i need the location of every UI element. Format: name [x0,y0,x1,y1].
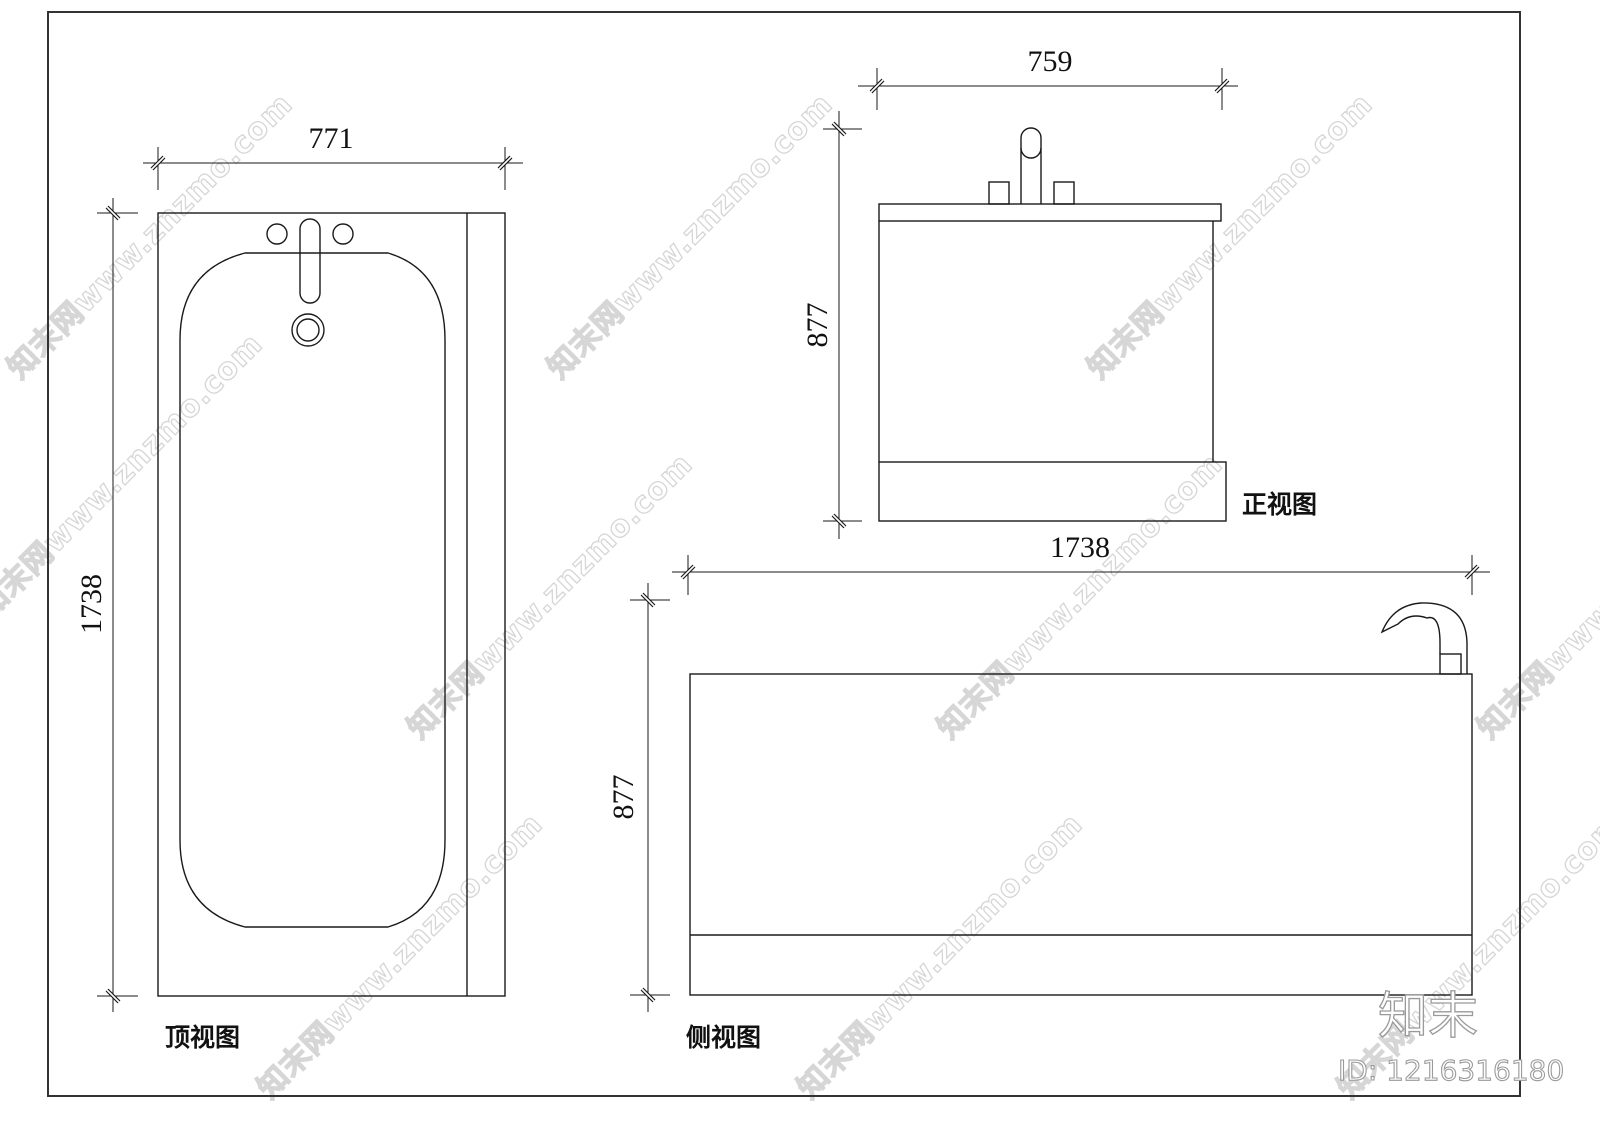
tub-rim [878,203,1222,222]
faucet-handle-icon [988,181,1010,205]
tub-basin [179,252,446,928]
watermark-text: 知末网www.znzmo.com [541,87,840,386]
faucet-spout-icon [1020,127,1042,204]
tub-outline [157,212,506,997]
dimension-tick [832,122,846,136]
dimension-tick [832,514,846,528]
drain-inner-icon [296,318,320,342]
watermark-id: ID: 1216316180 [1338,1054,1564,1087]
dimension-tick [151,156,165,170]
side-height-dimension: 877 [607,775,640,820]
front-width-dimension: 759 [1028,45,1073,78]
watermark-logo: 知末 [1378,987,1478,1045]
top-view-label: 顶视图 [165,1023,240,1052]
dimension-tick [106,206,120,220]
tub-side-body [689,673,1473,996]
watermark-text: 知末网www.znzmo.com [931,447,1230,746]
side-view: 1738 877 侧视图 [607,531,1490,1052]
top-view: 771 1738 顶视图 [75,122,523,1052]
side-length-dimension: 1738 [1050,531,1110,564]
top-width-dimension: 771 [309,122,354,155]
dimension-tick [870,79,884,93]
watermark-text: 知末网www.znzmo.com [791,807,1090,1106]
watermark-text: 知末网www.znzmo.com [1081,87,1380,386]
front-height-dimension: 877 [801,303,834,348]
faucet-handle-icon [1053,181,1075,205]
faucet-spout-icon [1380,602,1468,674]
faucet-spout-icon [299,218,321,304]
drawing-frame [47,11,1521,1097]
tub-base [878,461,1227,522]
dimension-tick [641,988,655,1002]
dimension-tick [681,565,695,579]
faucet-spout-cap [1020,147,1042,159]
front-view: 759 877 正视图 [801,45,1317,539]
faucet-handle-icon [266,223,288,245]
faucet-handle-icon [332,223,354,245]
dimension-tick [1465,565,1479,579]
front-view-label: 正视图 [1242,490,1317,519]
watermark-text: 知末网www.znzmo.com [401,447,700,746]
dimension-tick [641,593,655,607]
side-view-label: 侧视图 [686,1023,761,1052]
dimension-tick [1215,79,1229,93]
dimension-tick [106,989,120,1003]
watermark-layer: 知末网www.znzmo.com 知末网www.znzmo.com 知末网www… [0,86,1600,1106]
watermark-text: 知末网www.znzmo.com [0,327,270,626]
watermark-text: 知末网www.znzmo.com [1471,447,1600,746]
dimension-tick [498,156,512,170]
faucet-base-icon [1439,653,1462,675]
drain-icon [291,313,325,347]
top-length-dimension: 1738 [75,574,108,634]
